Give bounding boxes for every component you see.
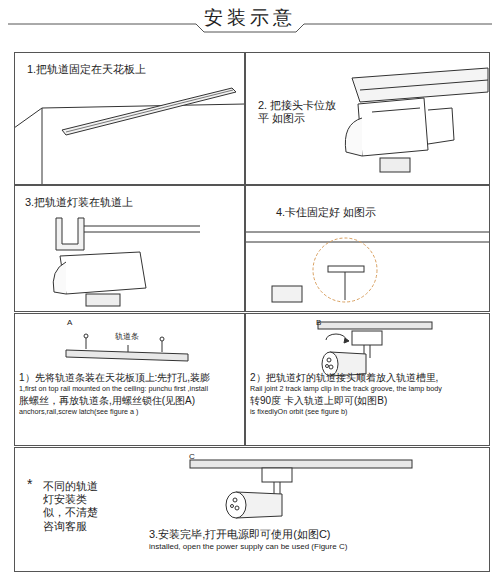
step-text: 不同的轨道灯安装类似，不清楚咨询客服: [43, 480, 107, 533]
step-text: installed, open the power supply can be …: [149, 542, 485, 552]
step-panel: 4.卡住固定好 如图示: [245, 185, 490, 312]
step-text: 2）把轨道灯的轨道接头顺着放入轨道槽里,: [250, 372, 487, 384]
step-text: is fixedlyOn orbit (see figure b): [250, 408, 487, 417]
step-text: 1.把轨道固定在天花板上: [27, 63, 237, 76]
step-text: Rail joint 2 track lamp clip in the trac…: [250, 385, 487, 394]
step-panel: 2. 把接头卡位放平 如图示: [245, 52, 490, 185]
adapter-closeup-figure: [345, 68, 488, 172]
page-title: 安装示意: [0, 5, 500, 31]
ceiling-rail-figure: [14, 88, 245, 185]
step-text: 3.把轨道灯装在轨道上: [25, 196, 235, 209]
step-text: A: [67, 318, 87, 328]
step-text: C: [189, 452, 209, 462]
spotlight-figure-c: [190, 460, 412, 518]
step-text: 2. 把接头卡位放平 如图示: [258, 99, 342, 125]
lamp-onto-rail-figure: [53, 218, 200, 306]
step-panel: B 2）把轨道灯的轨道接头顺着放入轨道槽里,Rail joint 2 track …: [245, 313, 490, 446]
locked-rail-figure: [245, 232, 490, 302]
step-panel: C *不同的轨道灯安装类似，不清楚咨询客服 3.安装完毕,打开电源即可使用(如图C)…: [14, 447, 490, 572]
step-text: 胀螺丝，再放轨道条,用螺丝锁住(见图A): [19, 395, 242, 407]
step-panel: A 轨道条 1）先将轨道条装在天花板顶上:先打孔,装膨1,first on top …: [14, 313, 245, 446]
step-text: 3.安装完毕,打开电源即可使用(如图C): [149, 528, 485, 541]
step-panel: 3.把轨道灯装在轨道上: [14, 185, 245, 312]
step-text: 1,first on top rail mounted on the ceili…: [19, 385, 242, 394]
step-text: anchors,rail,screw latch(see figure a ): [19, 408, 242, 417]
step-text: 转90度 卡入轨道上即可(如图B): [250, 395, 487, 407]
step-text: 轨道条: [115, 332, 159, 342]
step-text: 1）先将轨道条装在天花板顶上:先打孔,装膨: [19, 372, 242, 384]
spotlight-figure-b: [318, 322, 432, 376]
step-panel: 1.把轨道固定在天花板上: [14, 52, 245, 185]
step-text: B: [316, 318, 336, 328]
step-text: 4.卡住固定好 如图示: [276, 206, 476, 219]
step-text: *: [27, 476, 41, 493]
